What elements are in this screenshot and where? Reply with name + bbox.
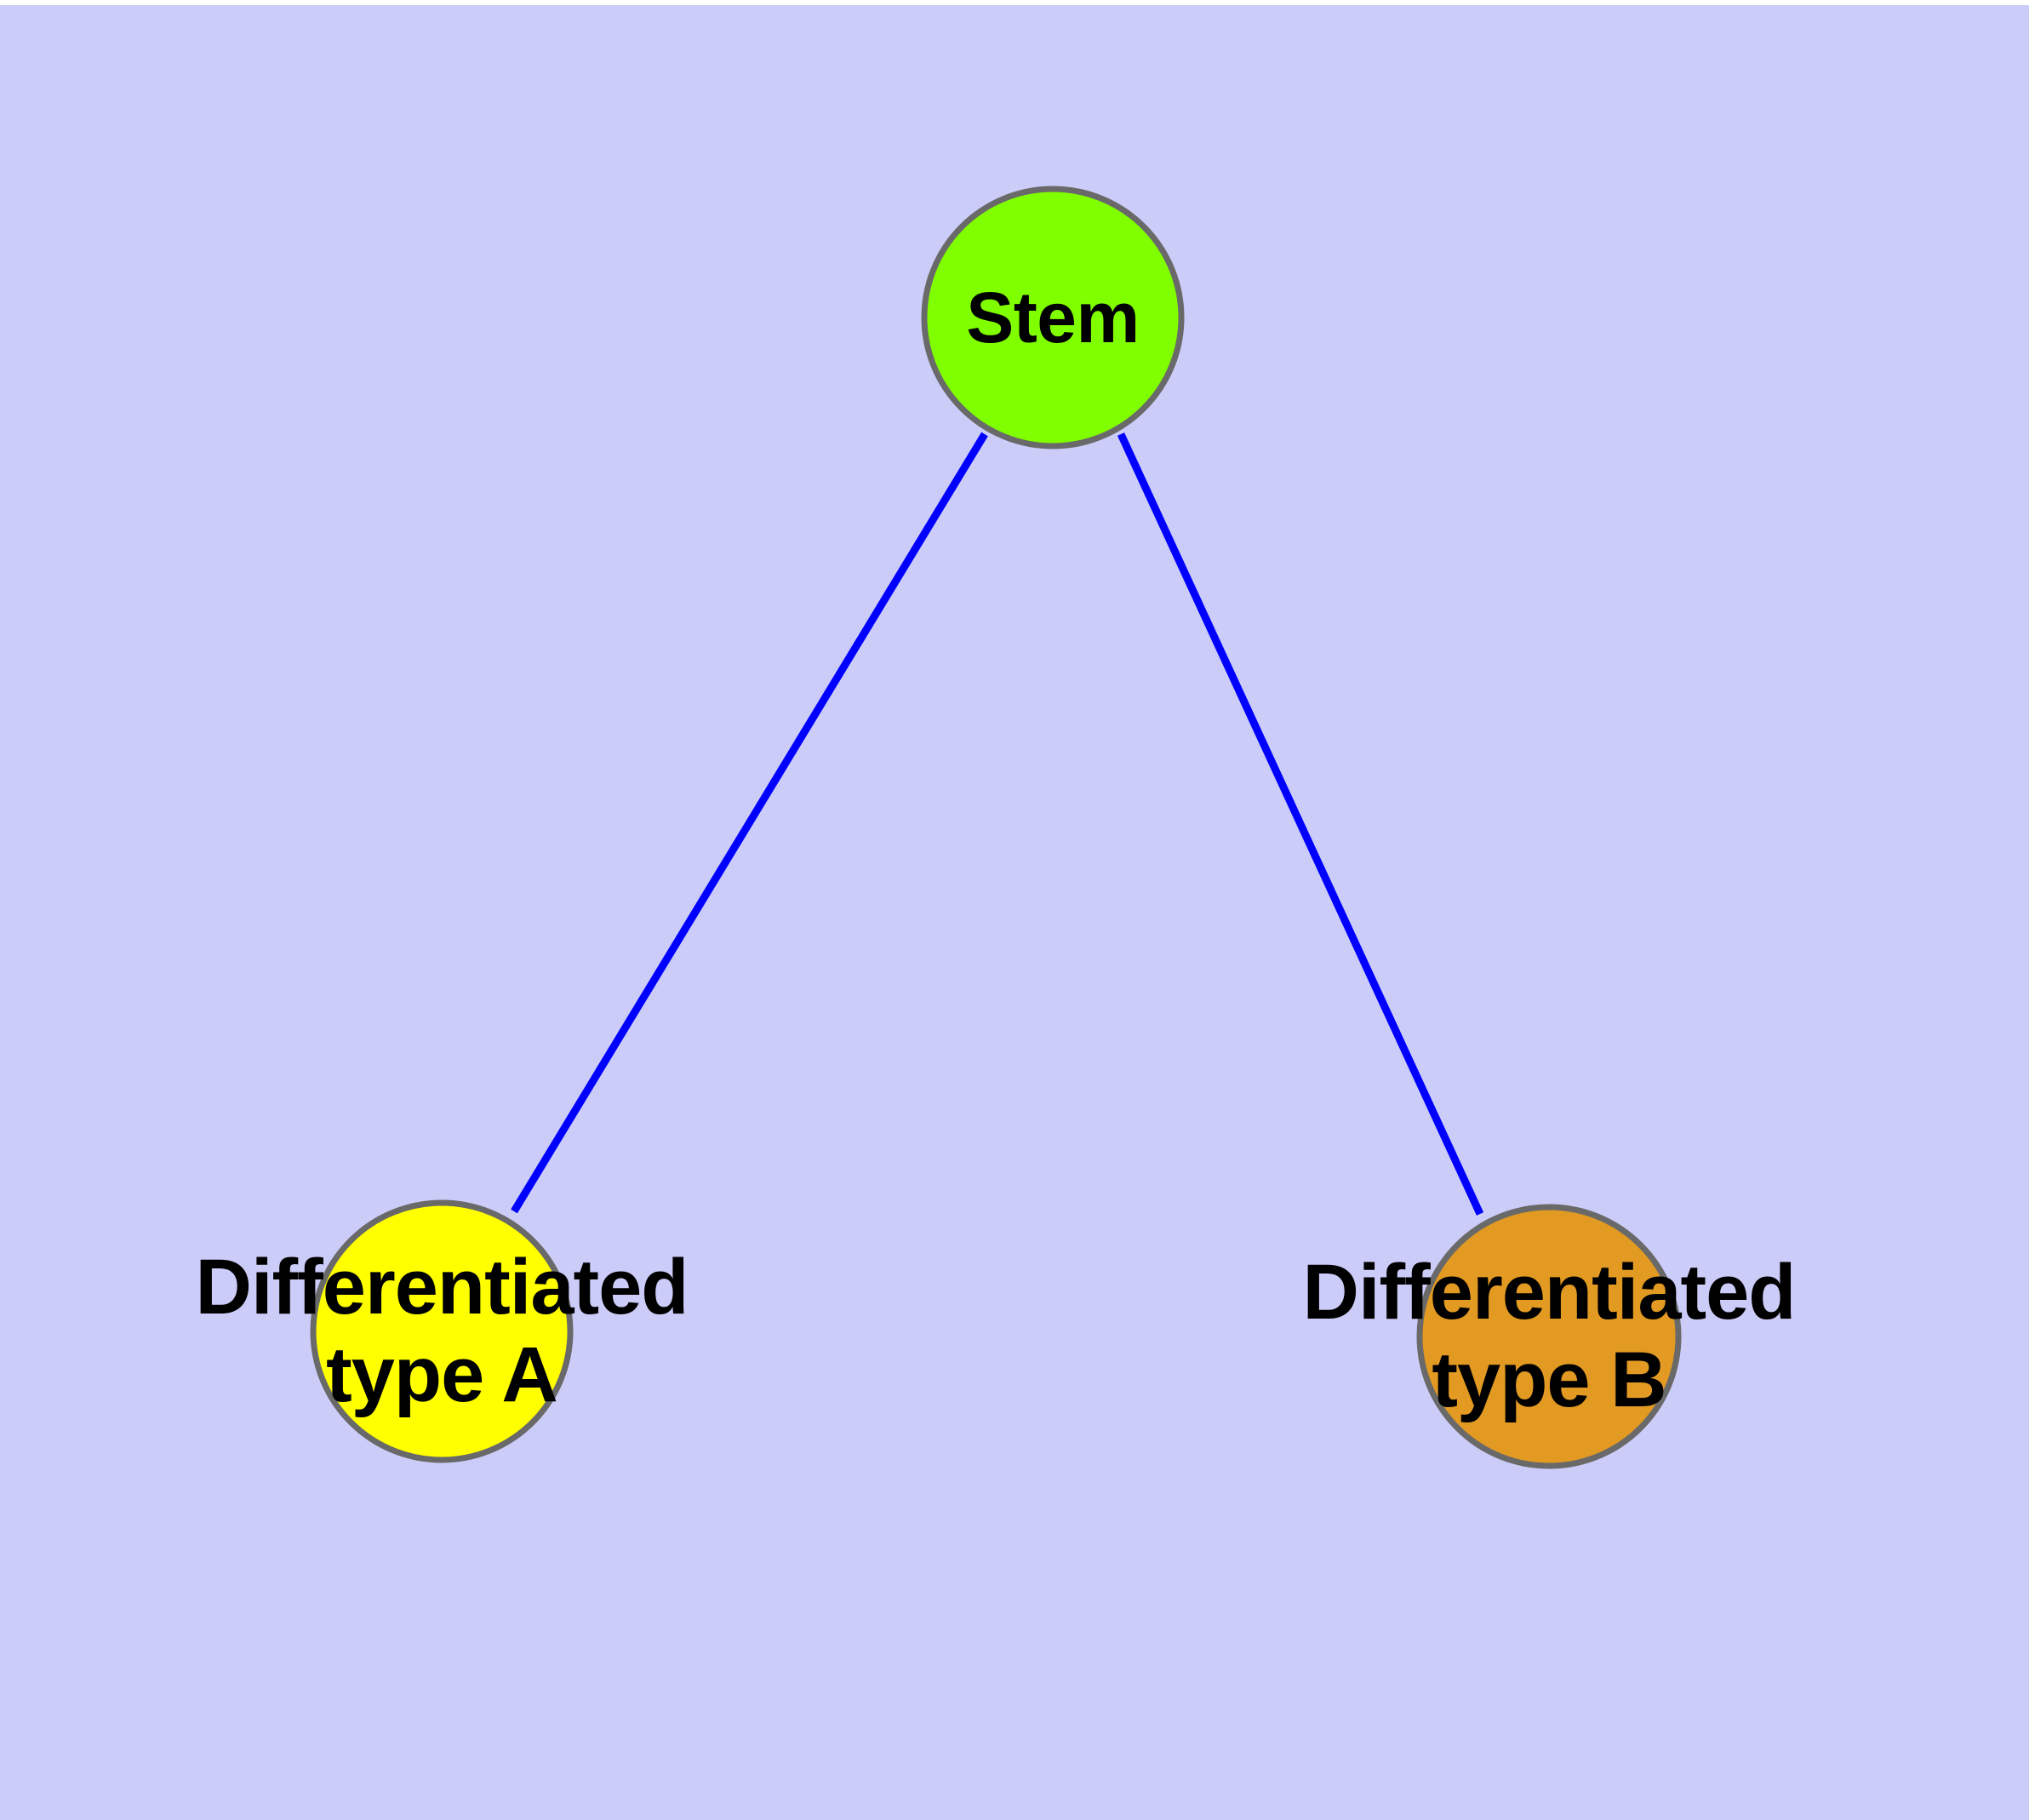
edge-layer (511, 432, 1484, 1216)
graph-node-diff_a[interactable] (310, 1199, 574, 1463)
graph-node-diff_b[interactable] (1416, 1204, 1682, 1469)
node-layer (310, 186, 1682, 1469)
graph-node-stem[interactable] (921, 186, 1185, 449)
graph-edge (1117, 432, 1484, 1216)
graph-edge (511, 432, 988, 1214)
